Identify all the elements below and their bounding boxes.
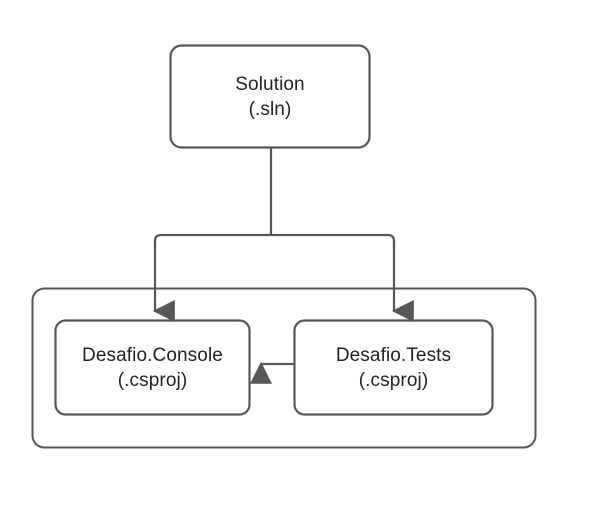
edge-split-bar [153,233,396,249]
node-solution-shape[interactable] [169,44,371,149]
node-console-shape[interactable] [54,319,251,416]
node-tests-shape[interactable] [293,319,494,416]
